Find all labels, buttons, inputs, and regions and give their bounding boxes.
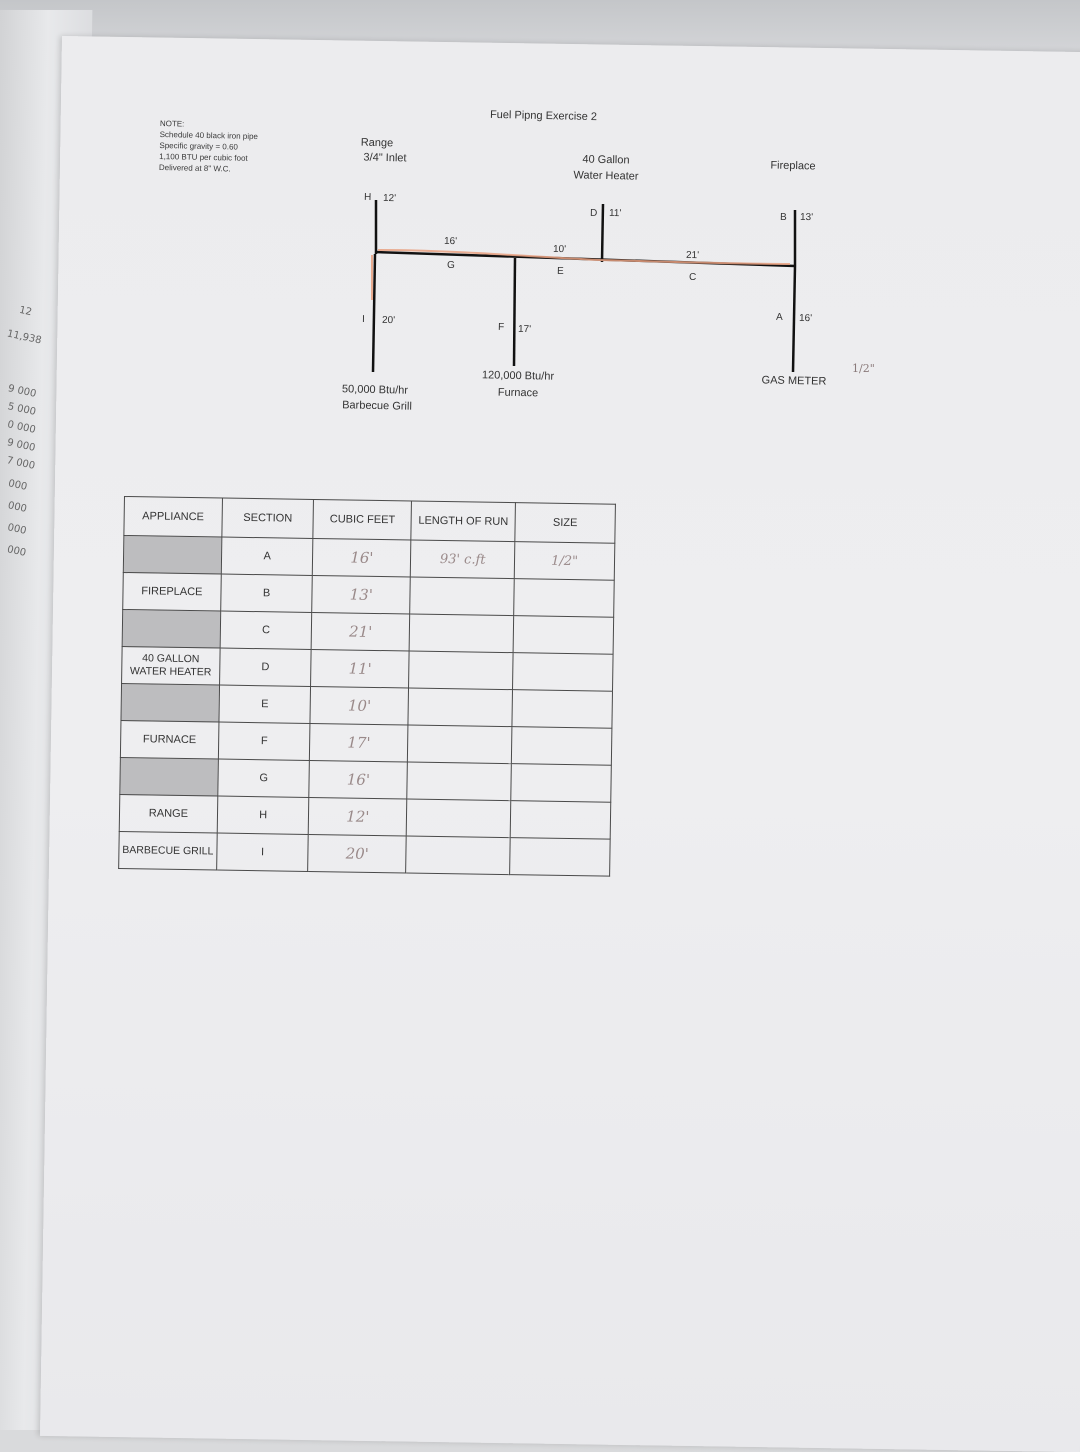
header-section: SECTION xyxy=(221,498,314,539)
grill-name-label: Barbecue Grill xyxy=(342,399,412,413)
highlight-trace xyxy=(377,249,791,265)
size-cell xyxy=(510,800,611,840)
section-cell: G xyxy=(217,759,310,798)
length-of-run-cell xyxy=(407,724,513,764)
note-line: Delivered at 8" W.C. xyxy=(158,162,231,174)
cubic-feet-cell: 10' xyxy=(310,686,409,725)
section-letter-e: E xyxy=(556,265,564,278)
header-length-of-run: LENGTH OF RUN xyxy=(411,501,516,542)
appliance-cell xyxy=(122,609,221,649)
appliance-cell xyxy=(123,535,222,575)
pipe-a xyxy=(791,265,797,373)
appliance-cell xyxy=(119,757,219,797)
margin-handwriting: 1/2" xyxy=(852,362,875,375)
size-cell xyxy=(509,837,611,877)
appliance-cell: FIREPLACE xyxy=(122,572,222,612)
section-cell: F xyxy=(218,722,311,761)
cubic-feet-cell: 20' xyxy=(308,834,407,873)
section-length-h: 12' xyxy=(382,192,397,205)
appliance-cell xyxy=(120,683,220,723)
cubic-feet-cell: 12' xyxy=(308,797,408,836)
section-length-d: 11' xyxy=(608,207,622,220)
section-letter-c: C xyxy=(688,271,697,284)
note-block: NOTE: Schedule 40 black iron pipe Specif… xyxy=(159,118,258,175)
section-letter-i: I xyxy=(361,313,365,326)
section-letter-d: D xyxy=(589,207,598,220)
appliance-cell: RANGE xyxy=(119,794,218,834)
size-cell xyxy=(512,652,614,692)
range-label: Range xyxy=(360,136,394,150)
header-appliance: APPLIANCE xyxy=(123,496,223,538)
furnace-btu-label: 120,000 Btu/hr xyxy=(481,369,555,383)
section-length-f: 17' xyxy=(517,323,532,336)
pipe-d xyxy=(600,203,605,263)
page-title: Fuel Pipng Exercise 2 xyxy=(489,108,598,124)
appliance-cell: FURNACE xyxy=(120,720,219,760)
length-of-run-cell xyxy=(409,577,515,616)
section-cell: E xyxy=(218,685,311,724)
grill-btu-label: 50,000 Btu/hr xyxy=(341,383,409,397)
section-cell: I xyxy=(216,833,309,872)
section-cell: C xyxy=(219,611,313,650)
range-inlet-label: 3/4" Inlet xyxy=(363,151,407,165)
section-cell: D xyxy=(219,648,312,687)
length-of-run-cell xyxy=(405,835,511,875)
water-heater-label: 40 Gallon xyxy=(582,153,630,167)
section-letter-f: F xyxy=(497,321,505,334)
appliance-cell: BARBECUE GRILL xyxy=(118,831,217,870)
section-cell: A xyxy=(221,537,314,576)
cubic-feet-cell: 16' xyxy=(309,760,408,799)
cubic-feet-cell: 13' xyxy=(312,575,411,615)
sizing-table: APPLIANCE SECTION CUBIC FEET LENGTH OF R… xyxy=(118,496,616,877)
length-of-run-cell xyxy=(408,651,514,690)
table-row: BARBECUE GRILL I 20' xyxy=(118,831,611,877)
cubic-feet-cell: 21' xyxy=(311,612,410,652)
header-cubic-feet: CUBIC FEET xyxy=(313,499,412,541)
pipe-f xyxy=(512,257,517,367)
length-of-run-cell xyxy=(407,761,512,801)
water-heater-label: Water Heater xyxy=(573,169,639,183)
section-length-c: 21' xyxy=(685,249,700,262)
section-cell: H xyxy=(216,796,310,835)
section-letter-b: B xyxy=(779,211,787,224)
section-letter-h: H xyxy=(363,191,372,204)
cubic-feet-cell: 11' xyxy=(310,649,410,688)
size-cell xyxy=(512,689,613,729)
section-letter-g: G xyxy=(446,259,455,272)
appliance-cell: 40 GALLON WATER HEATER xyxy=(121,646,220,686)
cubic-feet-cell: 16' xyxy=(312,538,412,578)
section-letter-a: A xyxy=(775,311,783,324)
piping-diagram xyxy=(371,200,797,373)
section-cell: B xyxy=(220,574,313,613)
section-length-i: 20' xyxy=(381,314,396,327)
size-cell xyxy=(510,763,612,803)
size-cell xyxy=(513,578,615,618)
length-of-run-cell xyxy=(406,798,511,838)
pipe-i xyxy=(371,253,377,373)
section-length-b: 13' xyxy=(799,211,814,224)
length-of-run-cell: 93' c.ft xyxy=(410,540,515,579)
section-length-a: 16' xyxy=(798,312,813,325)
size-cell xyxy=(511,726,612,766)
header-size: SIZE xyxy=(514,502,616,544)
size-cell: 1/2" xyxy=(514,541,615,581)
furnace-name-label: Furnace xyxy=(497,386,539,400)
gas-meter-label: GAS METER xyxy=(761,374,827,388)
section-length-e: 10' xyxy=(552,243,567,256)
length-of-run-cell xyxy=(409,614,514,653)
section-length-g: 16' xyxy=(443,235,458,248)
length-of-run-cell xyxy=(408,687,513,727)
cubic-feet-cell: 17' xyxy=(309,723,409,762)
size-cell xyxy=(513,615,614,655)
fireplace-label: Fireplace xyxy=(770,159,816,173)
